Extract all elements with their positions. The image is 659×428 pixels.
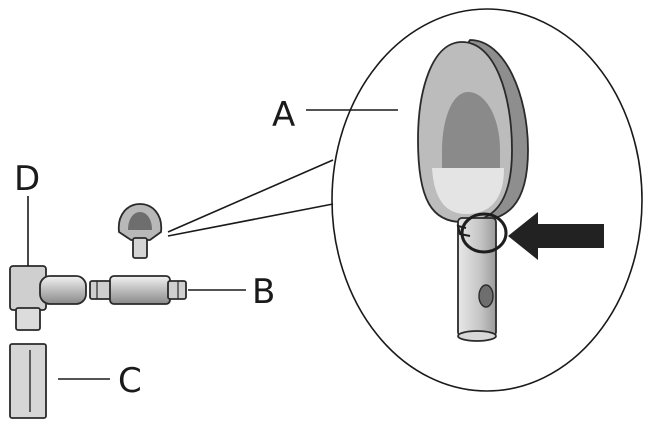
label-a: A xyxy=(272,95,295,135)
magnifier-circle xyxy=(331,8,643,392)
sealing-ring xyxy=(460,212,508,254)
pointing-arrow xyxy=(508,212,604,260)
mouthpiece-vent-hole xyxy=(478,284,494,308)
label-d: D xyxy=(14,159,40,199)
elbow-side-tube xyxy=(39,275,87,305)
magnifier-guide-upper xyxy=(167,159,334,233)
label-b: B xyxy=(252,272,275,312)
connector-left-cap xyxy=(89,280,113,300)
ring-tab xyxy=(456,224,471,237)
mouthpiece-inner-light xyxy=(432,168,504,214)
magnified-detail xyxy=(167,8,643,392)
small-mouthpiece xyxy=(117,203,163,259)
mouthpiece-stem-end xyxy=(457,330,497,342)
label-c: C xyxy=(118,361,142,401)
cap-part xyxy=(9,343,110,419)
connector-body xyxy=(109,275,171,305)
enlarged-mouthpiece xyxy=(417,39,529,342)
small-mouthpiece-inner xyxy=(128,212,152,230)
mouthpiece-inner-dark xyxy=(442,92,500,168)
inline-connector xyxy=(89,275,246,305)
cap-body xyxy=(9,343,47,419)
magnifier-guide-lower xyxy=(167,203,334,237)
elbow-connector xyxy=(9,196,87,331)
connector-right-cap xyxy=(167,280,187,300)
elbow-bottom-port xyxy=(15,307,41,331)
small-mouthpiece-stem xyxy=(132,237,148,259)
